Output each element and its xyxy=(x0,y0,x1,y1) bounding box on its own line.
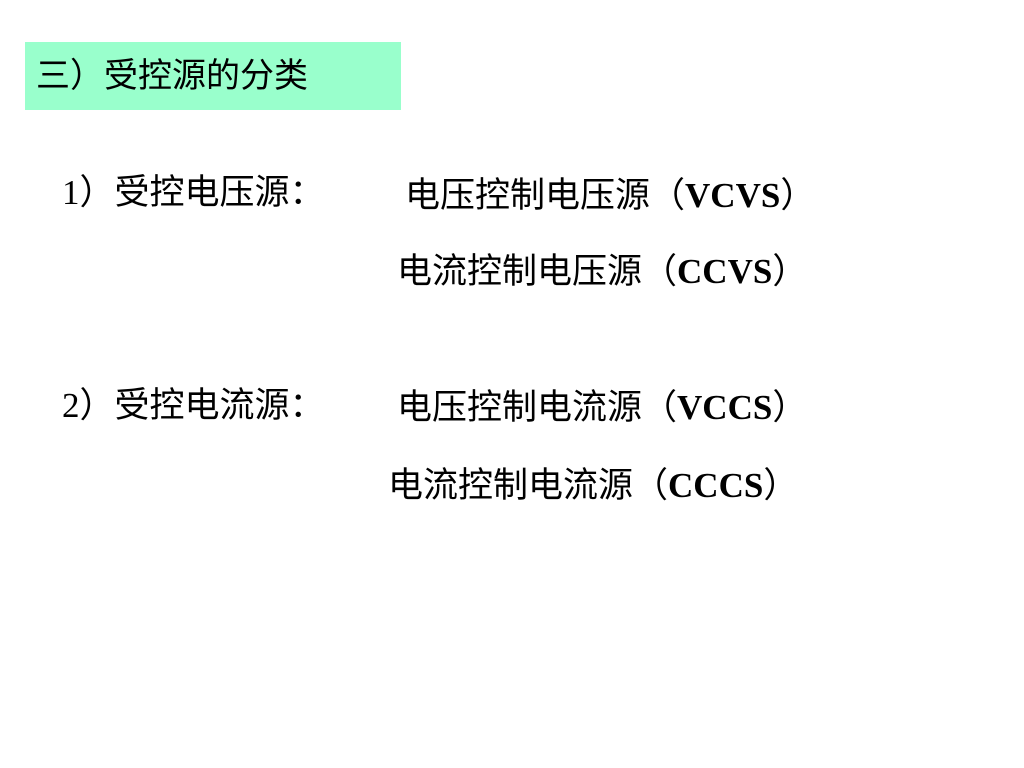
close-paren: ） xyxy=(772,388,808,428)
category-label-voltage-source: 1）受控电压源： xyxy=(62,175,325,211)
close-paren: ） xyxy=(763,466,799,506)
category-text: ）受控电流源： xyxy=(79,386,325,426)
item-abbreviation: CCVS xyxy=(677,252,773,291)
section-title-text: 三）受控源的分类 xyxy=(36,56,308,96)
open-paren: （ xyxy=(633,466,669,506)
category-number: 2 xyxy=(62,386,80,425)
list-item-ccvs: 电流控制电压源（CCVS） xyxy=(397,254,807,290)
item-name: 电压控制电流源 xyxy=(397,388,643,428)
section-title: 三）受控源的分类 xyxy=(25,42,401,110)
item-name: 电压控制电压源 xyxy=(405,176,651,216)
item-abbreviation: VCVS xyxy=(685,176,781,215)
item-name: 电流控制电压源 xyxy=(397,252,643,292)
close-paren: ） xyxy=(772,252,808,292)
list-item-vccs: 电压控制电流源（VCCS） xyxy=(397,390,807,426)
open-paren: （ xyxy=(650,176,686,216)
open-paren: （ xyxy=(642,388,678,428)
item-abbreviation: CCCS xyxy=(668,466,764,505)
category-label-current-source: 2）受控电流源： xyxy=(62,388,325,424)
item-name: 电流控制电流源 xyxy=(388,466,634,506)
open-paren: （ xyxy=(642,252,678,292)
close-paren: ） xyxy=(780,176,816,216)
list-item-cccs: 电流控制电流源（CCCS） xyxy=(388,468,798,504)
list-item-vcvs: 电压控制电压源（VCVS） xyxy=(405,178,815,214)
category-text: ）受控电压源： xyxy=(79,173,325,213)
item-abbreviation: VCCS xyxy=(677,388,773,427)
category-number: 1 xyxy=(62,173,80,212)
